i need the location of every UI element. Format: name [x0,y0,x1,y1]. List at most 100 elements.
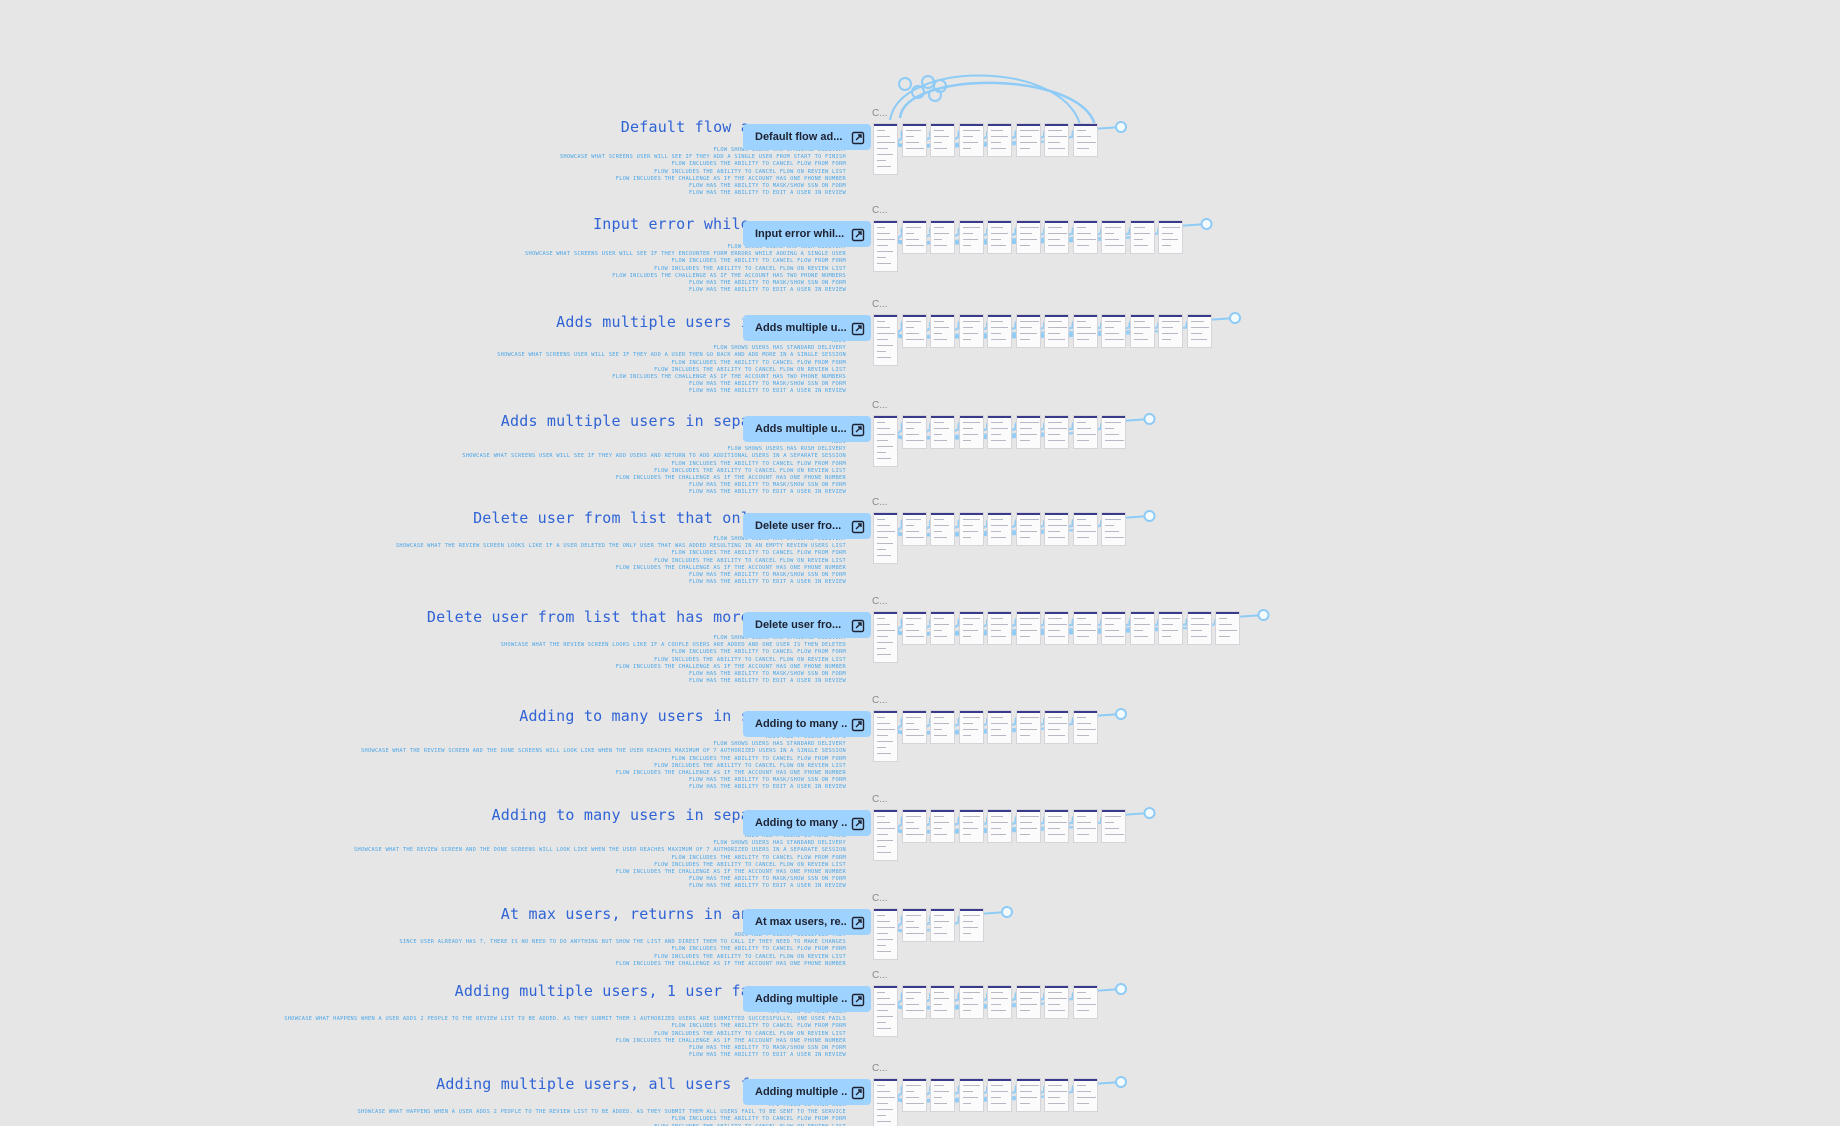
screen-thumbnail[interactable] [1129,611,1155,645]
screen-thumbnail[interactable] [1101,314,1126,348]
screen-thumbnail[interactable] [873,710,898,762]
screen-thumbnail[interactable] [873,123,898,175]
open-flow-icon[interactable] [851,717,865,732]
screen-thumbnail[interactable] [873,985,898,1037]
screen-thumbnail[interactable] [901,1078,927,1112]
screen-thumbnail[interactable] [1072,985,1098,1019]
screen-thumbnail[interactable] [987,809,1012,843]
flow-start-chip[interactable]: Adds multiple u... [743,416,871,442]
screen-thumbnail[interactable] [958,415,984,449]
screen-thumbnail[interactable] [930,1078,955,1112]
open-flow-icon[interactable] [851,422,865,437]
screen-thumbnail[interactable] [873,1078,898,1126]
screen-thumbnail[interactable] [1072,512,1098,546]
screen-thumbnail[interactable] [1101,611,1126,645]
screen-thumbnail[interactable] [958,123,984,157]
screen-thumbnail[interactable] [1101,220,1126,254]
screen-thumbnail[interactable] [1044,710,1069,744]
screen-thumbnail[interactable] [873,809,898,861]
screen-thumbnail[interactable] [873,220,898,272]
screen-thumbnail[interactable] [958,314,984,348]
open-flow-icon[interactable] [851,816,865,831]
screen-thumbnail[interactable] [930,512,955,546]
hotspot-circle[interactable] [1143,413,1156,425]
hotspot-circle[interactable] [1143,510,1156,522]
screen-thumbnail[interactable] [987,985,1012,1019]
screen-thumbnail[interactable] [1186,314,1212,348]
screen-thumbnail[interactable] [1044,314,1069,348]
open-flow-icon[interactable] [851,915,865,930]
screen-thumbnail[interactable] [1072,314,1098,348]
screen-thumbnail[interactable] [1101,415,1126,449]
screen-thumbnail[interactable] [987,220,1012,254]
screen-thumbnail[interactable] [901,908,927,942]
flow-start-chip[interactable]: Default flow ad... [743,124,871,150]
screen-thumbnail[interactable] [930,710,955,744]
screen-thumbnail[interactable] [901,611,927,645]
screen-thumbnail[interactable] [1072,611,1098,645]
screen-thumbnail[interactable] [1072,415,1098,449]
screen-thumbnail[interactable] [958,809,984,843]
hotspot-circle[interactable] [1143,807,1156,819]
flow-start-chip[interactable]: Delete user fro... [743,513,871,539]
hotspot-circle[interactable] [1115,121,1127,133]
screen-thumbnail[interactable] [901,985,927,1019]
screen-thumbnail[interactable] [1072,123,1098,157]
screen-thumbnail[interactable] [1015,220,1041,254]
screen-thumbnail[interactable] [958,1078,984,1112]
flow-start-chip[interactable]: Adding to many ... [743,711,871,737]
screen-thumbnail[interactable] [987,710,1012,744]
screen-thumbnail[interactable] [1044,415,1069,449]
hotspot-circle[interactable] [1115,708,1127,720]
hotspot-circle[interactable] [928,88,942,102]
hotspot-circle[interactable] [1001,906,1013,918]
screen-thumbnail[interactable] [901,123,927,157]
screen-thumbnail[interactable] [873,512,898,564]
flow-start-chip[interactable]: Adding multiple ... [743,986,871,1012]
open-flow-icon[interactable] [851,992,865,1007]
screen-thumbnail[interactable] [1015,985,1041,1019]
screen-thumbnail[interactable] [1044,611,1069,645]
screen-thumbnail[interactable] [930,908,955,942]
screen-thumbnail[interactable] [930,220,955,254]
flow-start-chip[interactable]: Adds multiple u... [743,315,871,341]
open-flow-icon[interactable] [851,1085,865,1100]
screen-thumbnail[interactable] [1072,220,1098,254]
screen-thumbnail[interactable] [958,908,984,942]
screen-thumbnail[interactable] [1015,123,1041,157]
screen-thumbnail[interactable] [1129,220,1155,254]
hotspot-circle[interactable] [1115,1076,1127,1088]
screen-thumbnail[interactable] [1158,314,1183,348]
screen-thumbnail[interactable] [958,985,984,1019]
screen-thumbnail[interactable] [1101,512,1126,546]
screen-thumbnail[interactable] [873,314,898,366]
screen-thumbnail[interactable] [873,415,898,467]
screen-thumbnail[interactable] [958,512,984,546]
screen-thumbnail[interactable] [930,314,955,348]
open-flow-icon[interactable] [851,130,865,145]
open-flow-icon[interactable] [851,519,865,534]
screen-thumbnail[interactable] [987,512,1012,546]
flow-start-chip[interactable]: Adding multiple ... [743,1079,871,1105]
screen-thumbnail[interactable] [901,809,927,843]
flow-start-chip[interactable]: At max users, re... [743,909,871,935]
screen-thumbnail[interactable] [1015,611,1041,645]
screen-thumbnail[interactable] [1044,123,1069,157]
screen-thumbnail[interactable] [1186,611,1212,645]
screen-thumbnail[interactable] [1044,1078,1069,1112]
screen-thumbnail[interactable] [1158,220,1183,254]
screen-thumbnail[interactable] [901,512,927,546]
screen-thumbnail[interactable] [930,809,955,843]
screen-thumbnail[interactable] [958,611,984,645]
open-flow-icon[interactable] [851,227,865,242]
hotspot-circle[interactable] [933,79,947,93]
screen-thumbnail[interactable] [1101,809,1126,843]
hotspot-circle[interactable] [911,85,925,99]
flow-start-chip[interactable]: Input error whil... [743,221,871,247]
screen-thumbnail[interactable] [1072,809,1098,843]
screen-thumbnail[interactable] [1215,611,1240,645]
screen-thumbnail[interactable] [1015,710,1041,744]
screen-thumbnail[interactable] [1015,314,1041,348]
screen-thumbnail[interactable] [1044,809,1069,843]
